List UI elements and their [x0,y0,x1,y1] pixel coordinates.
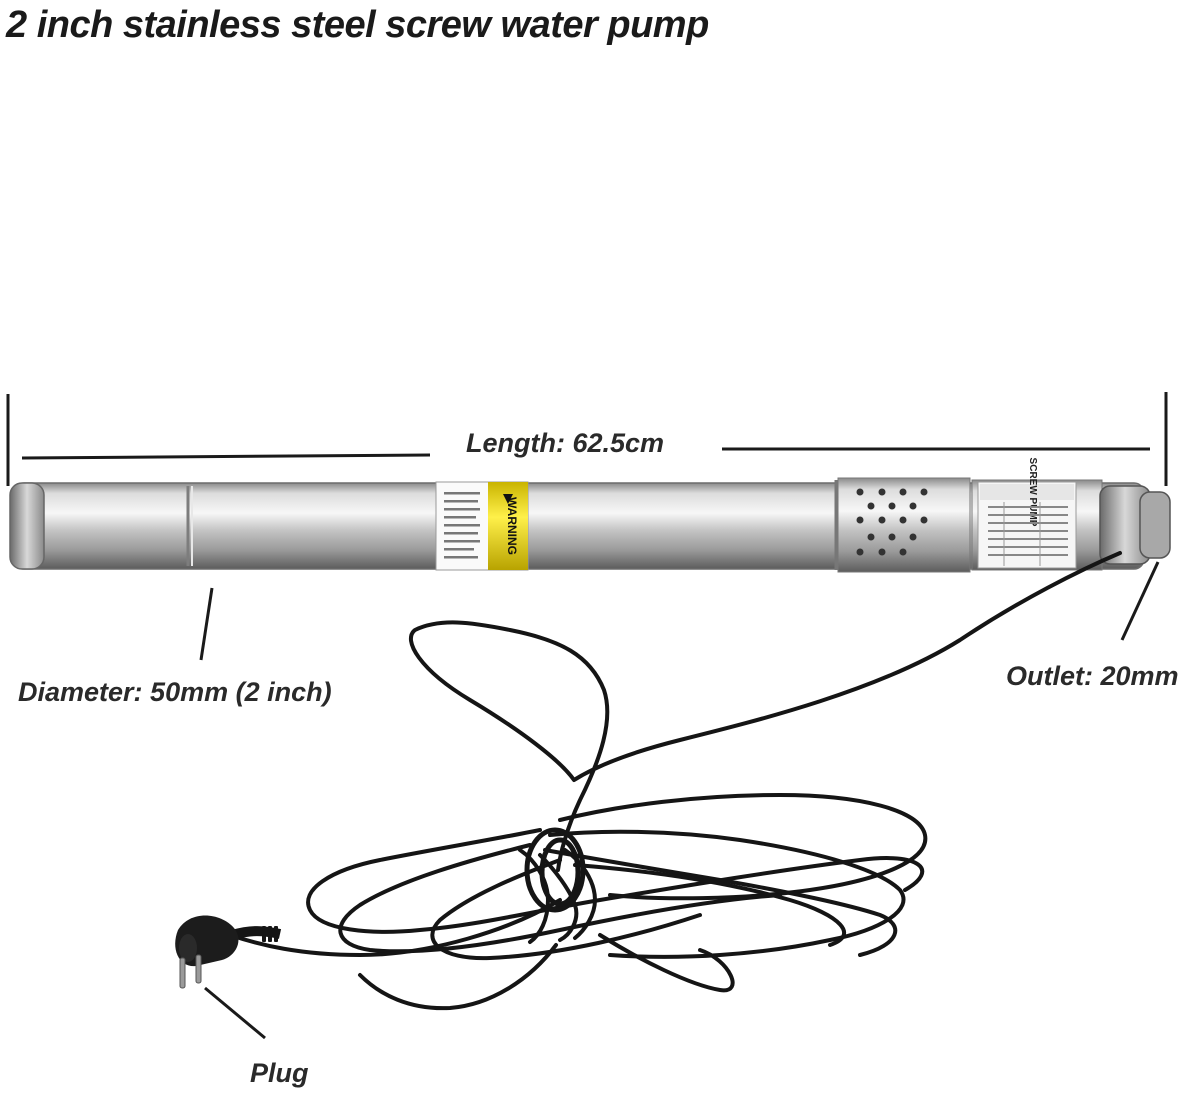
nameplate-sticker: SCREW PUMP [977,458,1077,569]
warning-sticker: WARNING [435,481,529,571]
warning-text: WARNING [505,497,519,555]
diameter-label: Diameter: 50mm (2 inch) [18,677,332,707]
annotation-pointers [199,561,1160,1040]
outlet-label: Outlet: 20mm [1006,661,1179,691]
cable-coil-center [524,827,586,913]
length-label: Length: 62.5cm [466,428,665,458]
power-cable [228,551,1122,1011]
plug [175,915,282,989]
length-dimension-lines [6,392,1168,486]
nameplate-title: SCREW PUMP [1027,458,1038,527]
product-title: 2 inch stainless steel screw water pump [6,4,709,46]
inlet-holes [856,488,928,556]
plug-label: Plug [250,1058,309,1088]
